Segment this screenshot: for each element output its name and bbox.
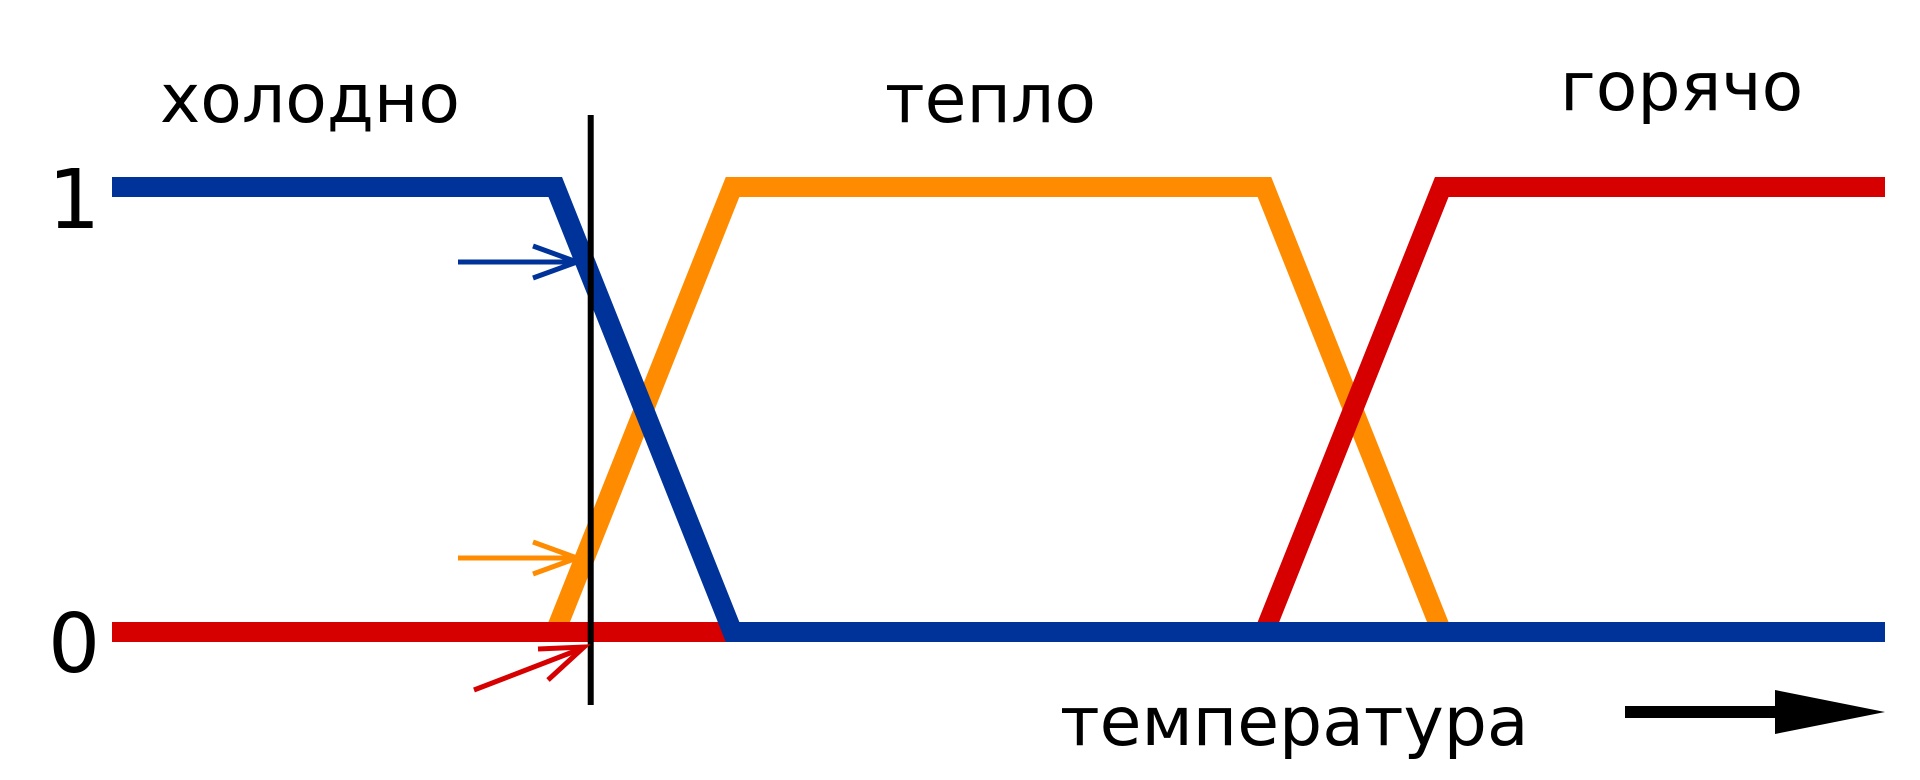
- warm-set-label: тепло: [885, 60, 1096, 139]
- hot-degree-arrow-icon: [473, 644, 591, 693]
- cold-membership-line: [112, 177, 1885, 642]
- hot-membership-line: [112, 177, 1885, 642]
- y-tick-zero: 0: [48, 597, 100, 692]
- warm-degree-arrow-icon: [458, 539, 585, 577]
- hot-set-label: горячо: [1560, 48, 1803, 127]
- y-tick-one: 1: [48, 153, 100, 248]
- cold-degree-arrow-icon: [458, 243, 585, 281]
- axis-arrow-icon: [1625, 690, 1885, 734]
- cold-set-label: холодно: [160, 60, 460, 139]
- x-axis-label: температура: [1060, 683, 1529, 762]
- warm-membership-line: [112, 177, 1885, 642]
